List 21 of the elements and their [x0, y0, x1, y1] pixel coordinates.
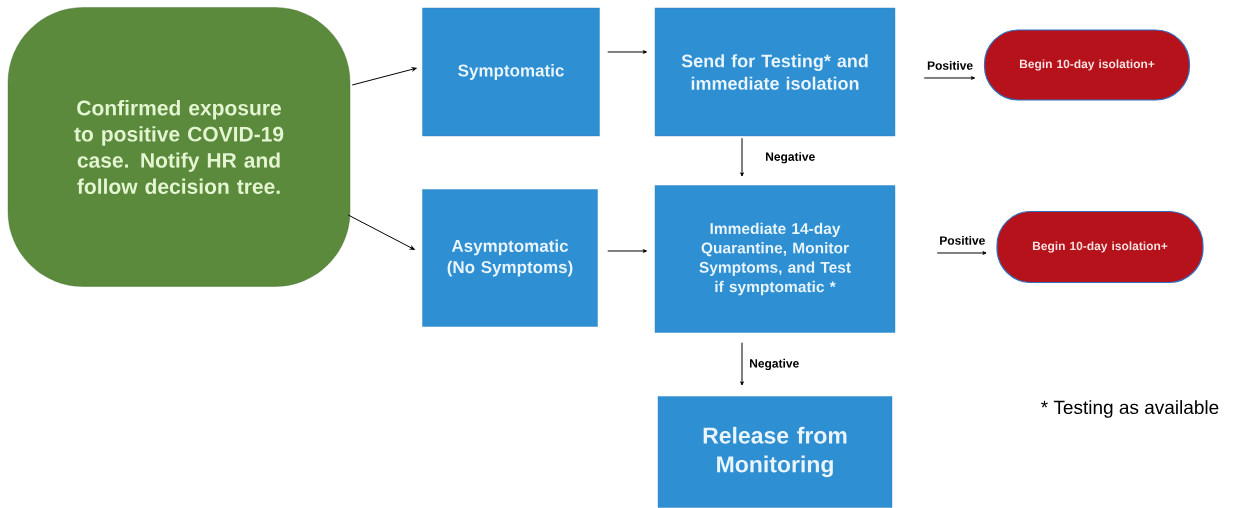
arrow — [607, 249, 647, 253]
arrow — [740, 137, 744, 177]
process-box: Release from Monitoring — [657, 396, 893, 508]
arrow — [347, 214, 415, 250]
edge-label: Positive — [926, 60, 975, 71]
start-box: Confirmed exposure to positive COVID-19 case. Notify HR and follow decision tree. — [7, 7, 351, 287]
arrow — [351, 67, 417, 86]
edge-label: Negative — [764, 151, 817, 165]
terminal-box: Begin 10-day isolation+ — [983, 29, 1191, 101]
process-box: Symptomatic — [422, 7, 600, 137]
terminal-box: Begin 10-day isolation+ — [996, 210, 1204, 284]
footnote: * Testing as available — [1041, 400, 1219, 418]
edge-label: Negative — [748, 357, 801, 372]
arrow — [936, 251, 987, 255]
arrow — [740, 342, 744, 386]
arrow — [607, 50, 647, 54]
process-box: Asymptomatic (No Symptoms) — [422, 189, 598, 327]
process-box: Immediate 14-day Quarantine, Monitor Symptoms, and Test if symptomatic * — [654, 185, 896, 333]
edge-label: Positive — [938, 235, 987, 246]
process-box: Send for Testing* and immediate isolation — [654, 7, 896, 137]
arrow — [923, 76, 976, 80]
